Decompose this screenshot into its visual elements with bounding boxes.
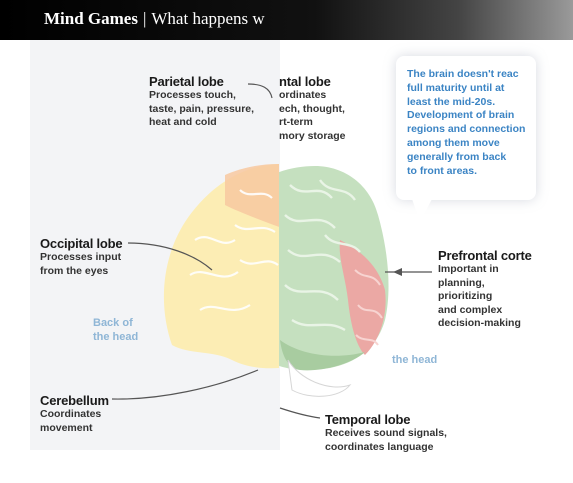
cerebellum-leader-line [111, 369, 259, 400]
prefrontal-arrowhead [393, 268, 402, 276]
parietal-desc: Processes touch, taste, pain, pressure, … [149, 89, 255, 128]
label-cerebellum: Cerebellum Coordinates movement [40, 393, 109, 435]
direction-back-label: Back of the head [93, 317, 139, 343]
prefrontal-desc: Important in planning, prioritizing and … [438, 263, 521, 329]
label-frontal-lobe: ntal lobe ordinates ech, thought, rt-ter… [279, 74, 346, 143]
cerebellum-name: Cerebellum [40, 393, 109, 408]
label-parietal-lobe: Parietal lobe Processes touch, taste, pa… [149, 74, 254, 130]
cerebellum-desc: Coordinates movement [40, 408, 102, 434]
occipital-name: Occipital lobe [40, 236, 123, 251]
frontal-desc: ordinates ech, thought, rt-term mory sto… [279, 89, 346, 142]
temporal-leader-line [279, 407, 321, 419]
frontal-name: ntal lobe [279, 74, 331, 89]
prefrontal-name: Prefrontal corte [438, 248, 532, 263]
direction-front-label: the head [392, 354, 438, 366]
title-bold: Mind Games [44, 9, 138, 28]
brain-right-half [279, 166, 389, 397]
title-rest: What happens w [151, 9, 265, 28]
label-prefrontal-cortex: Prefrontal corte Important in planning, … [438, 248, 532, 331]
info-bubble-text: The brain doesn't reac full maturity unt… [407, 68, 526, 177]
label-occipital-lobe: Occipital lobe Processes input from the … [40, 236, 123, 278]
page-title: Mind Games|What happens w [44, 9, 265, 29]
parietal-leader-line [247, 83, 273, 99]
info-bubble [396, 56, 536, 200]
occipital-desc: Processes input from the eyes [40, 251, 122, 277]
parietal-name: Parietal lobe [149, 74, 224, 89]
occipital-leader-line [127, 242, 213, 271]
title-separator: | [142, 9, 147, 28]
temporal-name: Temporal lobe [325, 412, 411, 427]
label-temporal-lobe: Temporal lobe Receives sound signals, co… [325, 412, 447, 454]
header-banner: Mind Games|What happens w [0, 0, 573, 40]
brain-left-half [163, 164, 279, 433]
temporal-desc: Receives sound signals, coordinates lang… [325, 427, 447, 453]
